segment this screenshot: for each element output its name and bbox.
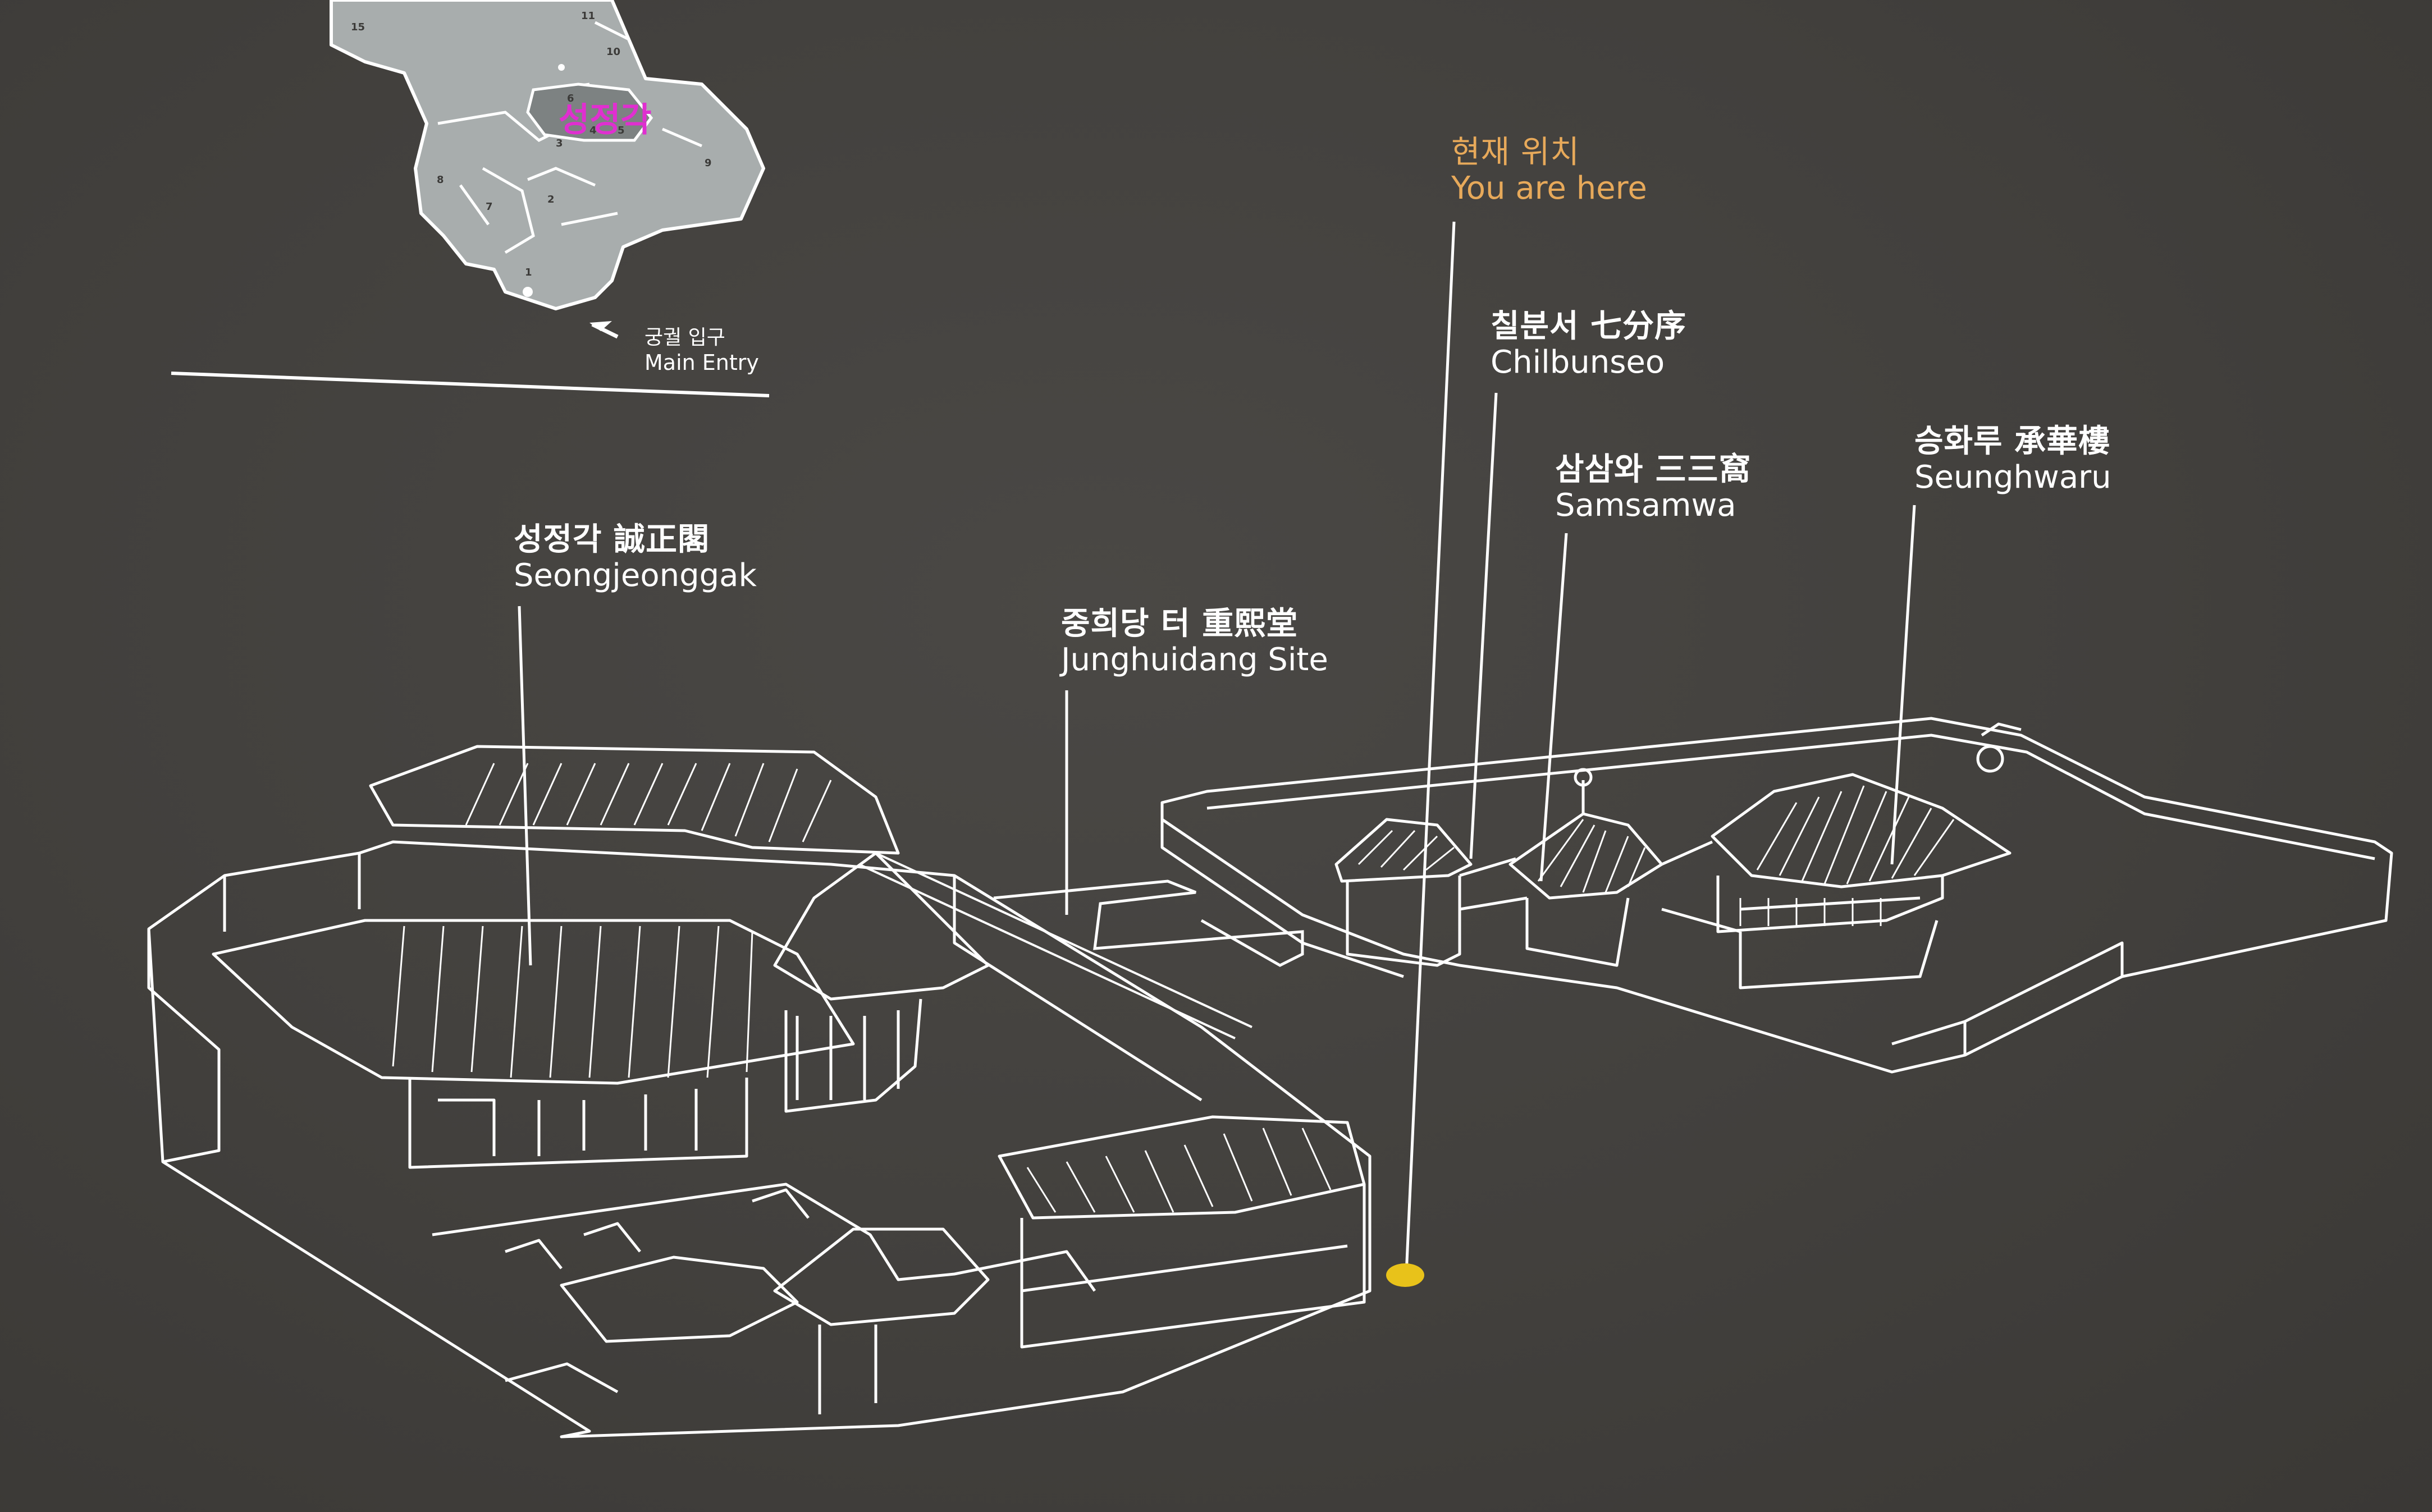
leader-chilbunseo (1469, 392, 1498, 859)
junghuidang-en: Junghuidang Site (1061, 642, 1328, 679)
mini-map-zone: 4 (589, 125, 597, 136)
seunghwaru-ko: 승화루 承華樓 (1914, 423, 2111, 460)
leader-you-are-here (1405, 221, 1456, 1275)
samsamwa-en: Samsamwa (1555, 487, 1736, 524)
mini-map-zone: 9 (705, 157, 712, 169)
mini-map-highlight-label: 성정각 (559, 100, 652, 140)
mini-map-zone: 10 (606, 46, 621, 58)
mini-map (171, 0, 770, 397)
main-entry-en: Main Entry (644, 350, 759, 375)
label-seongjeonggak: 성정각 誠正閣 Seongjeonggak (514, 521, 757, 594)
seongjeonggak-compound (147, 745, 1372, 1438)
main-entry-label: 궁궐 입구 Main Entry (644, 321, 759, 375)
main-entry-ko: 궁궐 입구 (644, 326, 725, 349)
seongjeonggak-ko: 성정각 誠正閣 (514, 521, 710, 558)
seunghwaru-en: Seunghwaru (1914, 459, 2111, 496)
chilbunseo-ko: 칠분서 七分序 (1491, 308, 1687, 345)
you-are-here-en: You are here (1451, 170, 1647, 207)
label-samsamwa: 삼삼와 三三窩 Samsamwa (1555, 451, 1752, 524)
you-are-here-ko: 현재 위치 (1451, 134, 1580, 171)
mini-map-zone: 15 (351, 21, 365, 33)
mini-map-zone: 6 (567, 93, 574, 104)
mini-map-zone: 1 (525, 267, 532, 278)
leader-lines (518, 221, 1916, 1275)
mini-map-zone: 11 (581, 10, 596, 22)
mini-map-zone: 2 (547, 194, 555, 205)
mini-map-zone: 7 (486, 201, 493, 213)
leader-samsamwa (1539, 533, 1568, 882)
leader-seunghwaru (1890, 505, 1916, 865)
you-are-here-marker (1386, 1263, 1424, 1287)
mini-map-zone: 3 (556, 138, 563, 149)
leader-seongjeonggak (518, 606, 532, 966)
junghuidang-ko: 중희당 터 重熙堂 (1061, 606, 1299, 642)
junghuidang-site-outline (993, 879, 1304, 967)
label-seunghwaru: 승화루 承華樓 Seunghwaru (1914, 423, 2111, 496)
mini-map-zone: 8 (437, 174, 444, 186)
mini-map-zone: 5 (618, 125, 625, 136)
samsamwa-ko: 삼삼와 三三窩 (1555, 451, 1752, 488)
label-junghuidang: 중희당 터 重熙堂 Junghuidang Site (1061, 606, 1328, 679)
label-chilbunseo: 칠분서 七分序 Chilbunseo (1491, 308, 1687, 381)
seunghwaru-compound (1160, 717, 2393, 1074)
seongjeonggak-en: Seongjeonggak (514, 557, 757, 594)
chilbunseo-en: Chilbunseo (1491, 344, 1665, 381)
you-are-here-label: 현재 위치 You are here (1451, 134, 1647, 207)
